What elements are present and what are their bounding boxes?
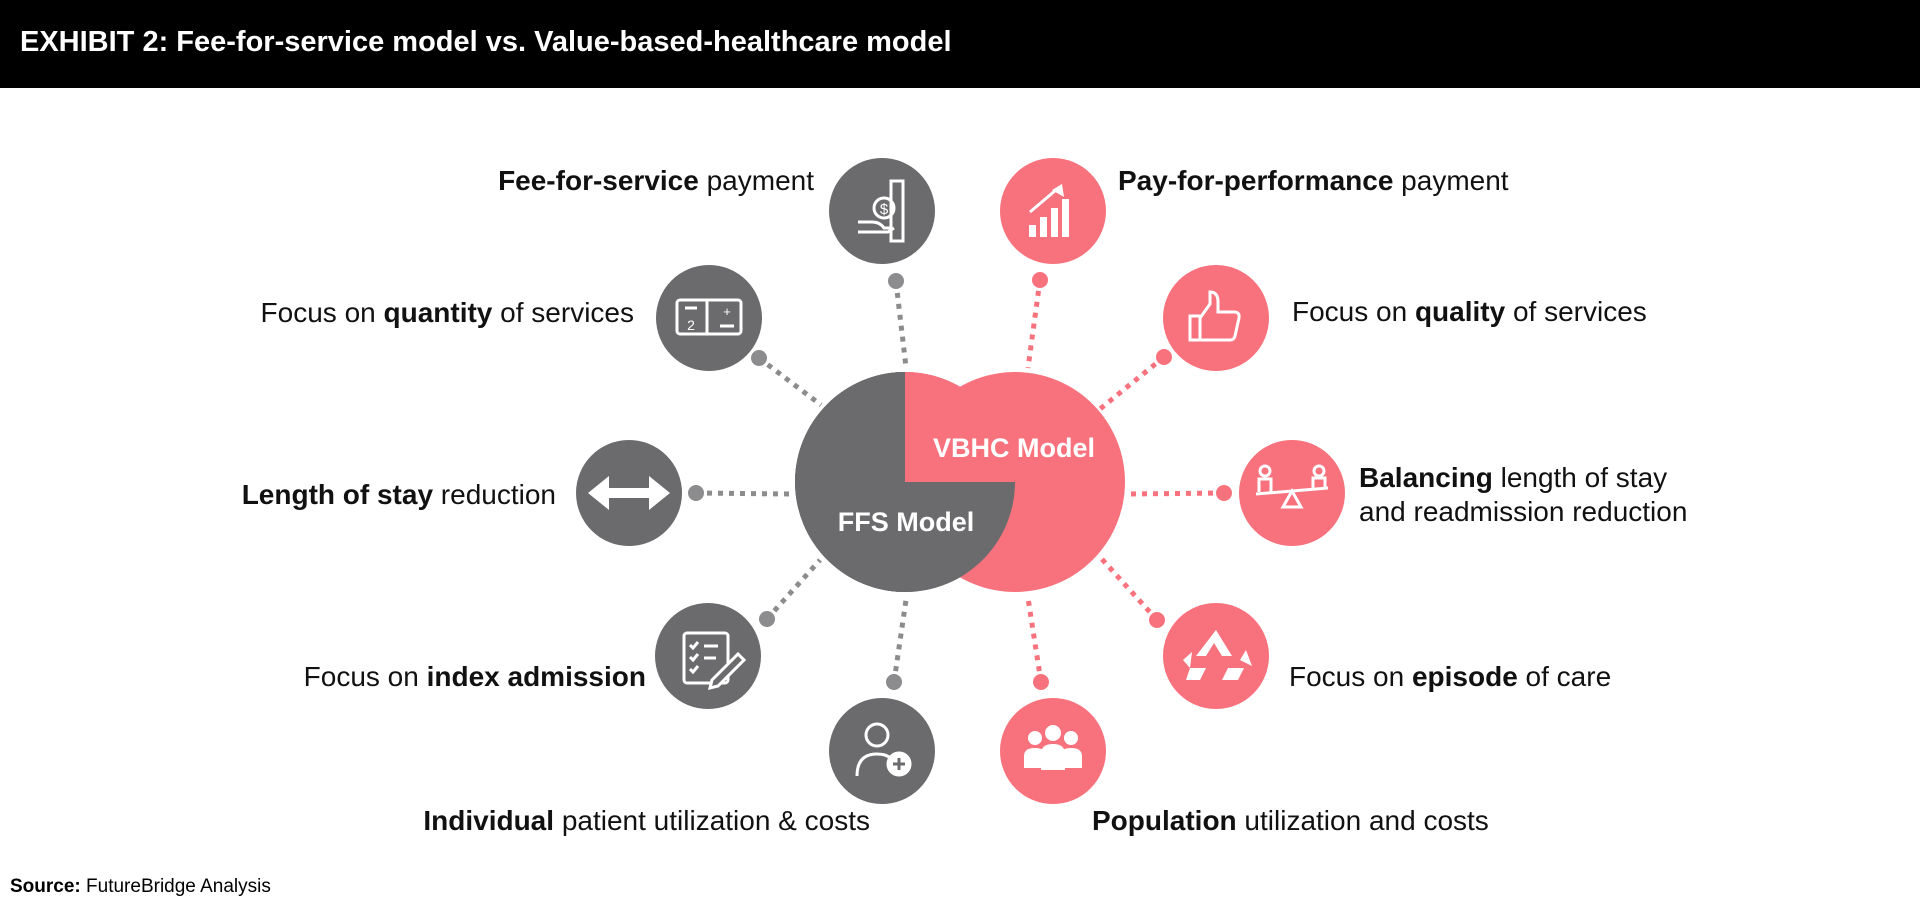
vbhc-model-label: VBHC Model [933,433,1095,463]
recycle-icon [1183,630,1252,680]
connector-ffs-5 [891,599,909,683]
connector-ffs-2 [757,356,823,407]
checklist-pen-icon [682,631,747,691]
ffs-label-4: Focus on index admission [303,661,646,692]
connector-dot [1033,674,1049,690]
group-people-icon [1024,725,1082,770]
vbhc-icon-4 [1163,603,1269,709]
page-title: EXHIBIT 2: Fee-for-service model vs. Val… [20,26,952,58]
vbhc-icon-3 [1239,440,1345,546]
svg-text:$: $ [880,201,889,218]
overlap-trim [843,420,905,482]
vbhc-label-4: Focus on episode of care [1289,661,1612,692]
connector-vbhc-2 [1098,355,1166,411]
connector-dot [1149,612,1165,628]
vbhc-label-5: Population utilization and costs [1092,805,1489,836]
connector-dot [886,674,902,690]
ffs-label-1: Fee-for-service payment [498,165,814,196]
vbhc-label-1: Pay-for-performance payment [1118,165,1509,196]
header-bar: EXHIBIT 2: Fee-for-service model vs. Val… [0,0,1920,88]
ffs-icon-2: 2 + [656,265,762,371]
ffs-icon-5 [829,698,935,804]
ffs-lower-overlap [905,482,1015,592]
connector-dot [751,350,767,366]
balance-scale-icon [1255,464,1329,509]
source-note: Source: FutureBridge Analysis [10,876,271,897]
vbhc-label-2: Focus on quality of services [1292,296,1647,327]
ffs-label-2: Focus on quantity of services [260,297,634,328]
connector-vbhc-3 [1127,490,1225,497]
connector-ffs-1 [893,281,909,368]
patient-add-icon [855,722,912,777]
connector-dot [1216,485,1232,501]
ffs-model-label: FFS Model [838,507,975,537]
connector-vbhc-4 [1098,555,1159,622]
connector-ffs-3 [695,490,791,497]
connector-ffs-4 [765,558,822,621]
connector-vbhc-5 [1025,597,1044,683]
calculator-icon: 2 + [675,298,743,336]
svg-text:+: + [723,304,731,319]
thumbs-up-icon [1188,290,1241,342]
growth-chart-icon [1029,184,1069,237]
ffs-icon-3 [576,440,682,546]
vbhc-upper-overlap [905,372,1015,482]
double-arrow-icon [588,476,670,510]
payment-hand-icon: $ [858,179,905,243]
ffs-icon-1: $ [829,158,935,264]
ffs-label-3: Length of stay reduction [241,479,556,510]
connector-dot [888,273,904,289]
ffs-label-5: Individual patient utilization & costs [423,805,870,836]
connector-dot [759,611,775,627]
vbhc-icon-5 [1000,698,1106,804]
connector-dot [1032,272,1048,288]
vbhc-icon-2 [1163,265,1269,371]
ffs-icon-4 [655,603,761,709]
connector-dot [688,485,704,501]
connector-vbhc-1 [1025,279,1043,369]
vbhc-icon-1 [1000,158,1106,264]
svg-text:2: 2 [687,317,695,333]
connector-dot [1156,349,1172,365]
